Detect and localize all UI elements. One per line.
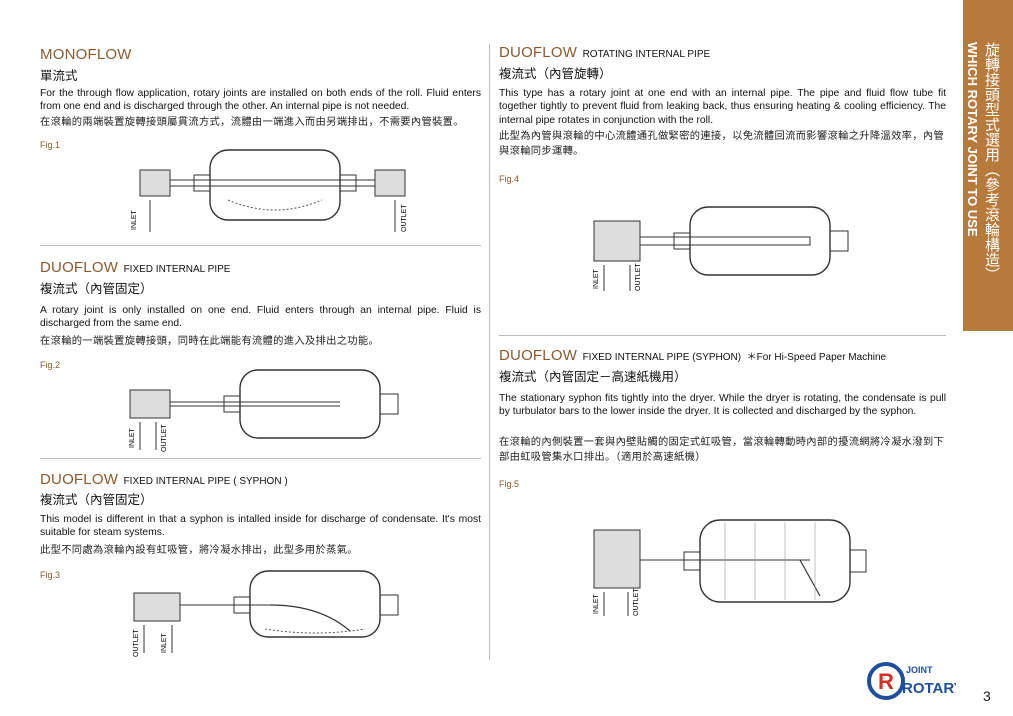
fig1-inlet-label: INLET xyxy=(131,209,138,230)
duoflow-rotating-title-main: DUOFLOW xyxy=(499,44,578,61)
fig5-inlet-label: INLET xyxy=(593,593,600,614)
duoflow-rotating-zh-title: 複流式（內管旋轉） xyxy=(499,67,612,81)
monoflow-zh-title: 單流式 xyxy=(40,69,78,83)
duoflow-fixed-zh-title: 複流式（內管固定） xyxy=(40,282,153,296)
fig5-joint xyxy=(593,529,641,589)
monoflow-title: MONOFLOW xyxy=(40,46,132,63)
fig5-syphon xyxy=(799,559,821,597)
fig1-shaft-left xyxy=(193,174,211,192)
fig3-syphon xyxy=(269,604,351,632)
fig2-inlet-label: INLET xyxy=(129,427,136,448)
duoflow-fixed-title: DUOFLOW FIXED INTERNAL PIPE xyxy=(40,259,230,276)
fig1-condensate xyxy=(227,199,323,211)
duoflow-paper-en-text: The stationary syphon fits tightly into … xyxy=(499,393,946,418)
duoflow-paper-subtitle: FIXED INTERNAL PIPE (SYPHON) xyxy=(582,352,742,363)
fig4-roll xyxy=(689,206,831,276)
fig3-joint xyxy=(133,592,181,622)
fig1-joint-left xyxy=(139,169,171,197)
fig4-diagram: INLET OUTLET xyxy=(593,206,849,291)
side-tab: 旋轉接頭型式選用（參考滾輪構造） WHICH ROTARY JOINT TO U… xyxy=(963,0,1013,331)
monoflow-en-text: For the through flow application, rotary… xyxy=(40,88,481,113)
duoflow-syphon-subtitle: FIXED INTERNAL PIPE ( SYPHON ) xyxy=(123,476,288,487)
divider-1 xyxy=(40,245,481,246)
duoflow-fixed-zh-text: 在滾輪的一端裝置旋轉接頭，同時在此端能有流體的進入及排出之功能。 xyxy=(40,336,380,347)
duoflow-rotating-zh-text: 此型為內管與滾輪的中心流體通孔做緊密的連接，以免流體回流而影響滾輪之升降溫效率，… xyxy=(499,131,945,157)
fig4-outlet-label: OUTLET xyxy=(635,263,642,291)
duoflow-syphon-en-text: This model is different in that a syphon… xyxy=(40,514,481,539)
side-tab-en: WHICH ROTARY JOINT TO USE xyxy=(965,42,980,237)
fig4-label: Fig.4 xyxy=(499,174,520,184)
fig1-diagram: INLET OUTLET xyxy=(131,149,408,232)
duoflow-fixed-subtitle: FIXED INTERNAL PIPE xyxy=(123,264,231,275)
fig5-outlet-label: OUTLET xyxy=(633,588,640,616)
logo-joint-text: JOINT xyxy=(906,665,933,675)
duoflow-rotating-title: DUOFLOW ROTATING INTERNAL PIPE xyxy=(499,44,710,61)
duoflow-paper-zh-text: 在滾輪的內側裝置一套與內壁貼觸的固定式虹吸管，當滾輪轉動時內部的擾流網將冷凝水潑… xyxy=(499,437,945,463)
fig3-shaft-right xyxy=(379,594,399,616)
fig4-shaft-right xyxy=(829,230,849,252)
duoflow-fixed-en-text: A rotary joint is only installed on one … xyxy=(40,305,481,330)
duoflow-paper-title: DUOFLOW FIXED INTERNAL PIPE (SYPHON) ＊Fo… xyxy=(499,347,886,364)
fig1-label: Fig.1 xyxy=(40,140,61,150)
fig5-diagram: INLET OUTLET xyxy=(593,519,867,616)
duoflow-syphon-title-main: DUOFLOW xyxy=(40,471,119,488)
fig4-shaft-left xyxy=(673,232,691,250)
duoflow-paper-title-main: DUOFLOW xyxy=(499,347,578,364)
fig4-internal-pipe xyxy=(639,236,811,246)
rotary-joint-logo: R JOINT ROTARY xyxy=(867,662,956,700)
fig2-label: Fig.2 xyxy=(40,360,61,370)
fig3-outlet-label: OUTLET xyxy=(133,629,140,657)
column-divider xyxy=(489,44,490,660)
page-number: 3 xyxy=(983,688,991,704)
duoflow-rotating-en-text: This type has a rotary joint at one end … xyxy=(499,88,946,126)
fig1-joint-right xyxy=(374,169,406,197)
fig2-shaft-left xyxy=(223,395,241,413)
fig3-label: Fig.3 xyxy=(40,570,61,580)
fig3-roll xyxy=(249,570,381,638)
fig2-outlet-label: OUTLET xyxy=(161,424,168,452)
divider-2 xyxy=(40,458,481,459)
duoflow-syphon-zh-text: 此型不同處為滾輪內設有虹吸管，將冷凝水排出，此型多用於蒸氣。 xyxy=(40,545,358,556)
fig1-shaft-right xyxy=(339,174,357,192)
duoflow-syphon-title: DUOFLOW FIXED INTERNAL PIPE ( SYPHON ) xyxy=(40,471,288,488)
divider-3 xyxy=(499,335,946,336)
fig5-roll xyxy=(699,519,851,603)
fig4-joint xyxy=(593,220,641,262)
side-tab-zh: 旋轉接頭型式選用（參考滾輪構造） xyxy=(983,42,1000,282)
fig2-diagram: INLET OUTLET xyxy=(129,369,399,452)
fig2-joint xyxy=(129,389,171,419)
fig5-shaft-right xyxy=(849,549,867,573)
logo-rotary-text: ROTARY xyxy=(902,680,956,697)
monoflow-title-main: MONOFLOW xyxy=(40,46,132,63)
monoflow-zh-text: 在滾輪的兩端裝置旋轉接頭屬貫流方式，流體由一端進入而由另端排出，不需要內管裝置。 xyxy=(40,117,464,128)
duoflow-rotating-subtitle: ROTATING INTERNAL PIPE xyxy=(582,49,711,60)
fig1-outlet-label: OUTLET xyxy=(401,204,408,232)
duoflow-paper-zh-title: 複流式（內管固定－高速紙機用） xyxy=(499,370,687,384)
fig5-label: Fig.5 xyxy=(499,479,520,489)
fig5-shaft-left xyxy=(683,551,701,571)
duoflow-syphon-zh-title: 複流式（內管固定） xyxy=(40,493,153,507)
fig3-diagram: OUTLET INLET xyxy=(133,570,399,657)
logo-circle xyxy=(867,662,905,700)
duoflow-paper-note: ＊For Hi-Speed Paper Machine xyxy=(746,352,887,363)
fig2-shaft-right xyxy=(379,393,399,415)
duoflow-fixed-title-main: DUOFLOW xyxy=(40,259,119,276)
fig2-roll xyxy=(239,369,381,439)
logo-letter: R xyxy=(878,669,894,694)
fig3-inlet-label: INLET xyxy=(161,632,168,653)
fig4-inlet-label: INLET xyxy=(593,268,600,289)
fig3-condensate xyxy=(264,628,366,634)
